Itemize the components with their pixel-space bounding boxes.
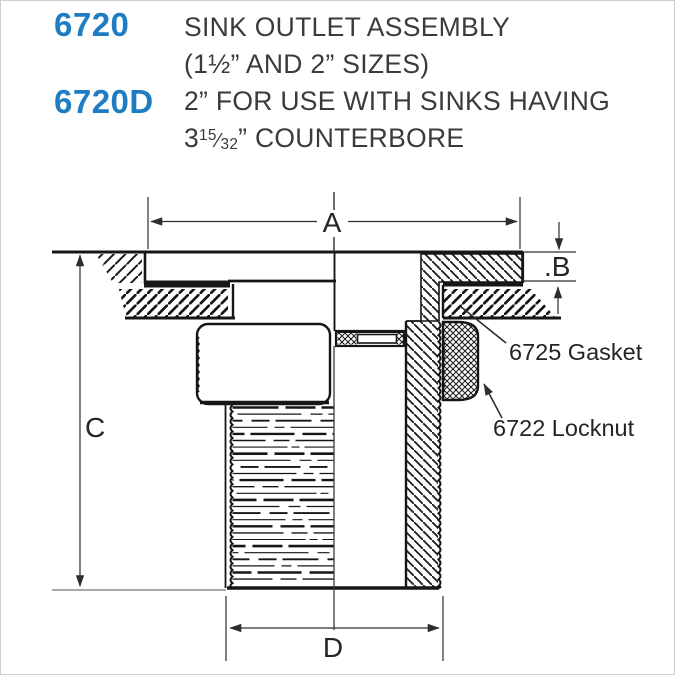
product-code-6720d: 6720D [54, 83, 154, 120]
sink-section-lower-left [119, 289, 228, 317]
product2-title-line2: 315⁄32” COUNTERBORE [184, 123, 464, 154]
locknut-left-half [195, 322, 332, 406]
tailpiece-threads [232, 406, 334, 580]
fraction-whole: 3 [184, 123, 200, 153]
fraction-numerator: 15 [199, 127, 217, 145]
structure-lines [52, 250, 561, 590]
leader-lines [459, 305, 507, 419]
diagram-labels: A .B C D 6725 Gasket 6722 Locknut [85, 207, 643, 663]
locknut-leader [483, 383, 503, 419]
section-hatching [96, 253, 555, 588]
dimension-label-d: D [323, 632, 343, 663]
dimension-label-b: .B [544, 251, 570, 282]
fraction-denominator: 32 [220, 136, 239, 154]
counterbore-suffix: ” COUNTERBORE [238, 123, 465, 153]
product2-title-line1: 2” FOR USE WITH SINKS HAVING [184, 86, 611, 116]
gasket-label: 6725 Gasket [509, 339, 643, 365]
dimension-label-a: A [323, 207, 342, 238]
tailpiece-wall-section [406, 321, 438, 588]
sink-section-upper-left [96, 254, 142, 283]
gasket-leader [459, 305, 507, 344]
sink-section-right [444, 289, 555, 317]
dimension-label-c: C [85, 412, 105, 443]
product-code-6720: 6720 [54, 6, 130, 43]
dimension-lines [52, 192, 576, 661]
product-title-line1: SINK OUTLET ASSEMBLY [184, 12, 511, 42]
product-title-line2: (1½” AND 2” SIZES) [184, 49, 430, 79]
fraction-slash: ⁄ [216, 129, 221, 152]
locknut-right-half [441, 320, 480, 402]
locknut-label: 6722 Locknut [493, 415, 635, 441]
thread-profiles [196, 321, 446, 589]
